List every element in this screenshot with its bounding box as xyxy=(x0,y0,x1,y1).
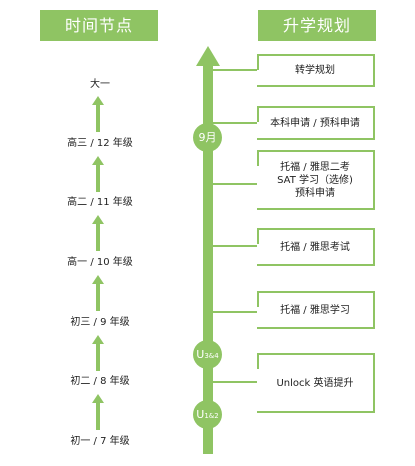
box-edge xyxy=(257,152,259,166)
plan-box-unlock: Unlock 英语提升 xyxy=(257,353,375,413)
connector xyxy=(213,122,257,124)
plan-box-application: 本科申请 / 预科申请 xyxy=(257,106,375,140)
spine-arrowhead-icon xyxy=(196,46,220,66)
plan-box-line: SAT 学习（选修) xyxy=(277,174,353,186)
plan-box-text: Unlock 英语提升 xyxy=(276,377,354,389)
connector xyxy=(213,381,257,383)
badge-september: 9月 xyxy=(193,123,222,152)
up-arrow-icon xyxy=(92,96,104,132)
plan-box-retake: 托福 / 雅思二考 SAT 学习（选修) 预科申请 xyxy=(257,150,375,210)
badge-label-main: U xyxy=(196,348,205,361)
stage-label-year1: 大一 xyxy=(90,79,110,90)
plan-box-exam: 托福 / 雅思考试 xyxy=(257,228,375,266)
stage-label-grade11: 高二 / 11 年级 xyxy=(67,197,133,208)
plan-box-study: 托福 / 雅思学习 xyxy=(257,291,375,329)
box-edge xyxy=(257,293,259,307)
plan-box-transfer: 转学规划 xyxy=(257,54,375,87)
stage-label-grade10: 高一 / 10 年级 xyxy=(67,257,133,268)
connector xyxy=(213,311,257,313)
plan-box-text: 托福 / 雅思考试 xyxy=(280,241,350,253)
plan-box-text: 转学规划 xyxy=(295,65,335,76)
up-arrow-icon xyxy=(92,275,104,311)
stage-label-grade12: 高三 / 12 年级 xyxy=(67,138,133,149)
badge-u34: U3&4 xyxy=(193,340,222,369)
badge-label-sub: 3&4 xyxy=(204,352,219,360)
plan-box-text: 托福 / 雅思学习 xyxy=(280,304,350,316)
stage-label-grade9: 初三 / 9 年级 xyxy=(70,317,130,328)
plan-box-text: 本科申请 / 预科申请 xyxy=(270,117,360,129)
badge-label-main: U xyxy=(196,408,205,421)
up-arrow-icon xyxy=(92,335,104,371)
connector xyxy=(213,69,257,71)
badge-label-sub: 1&2 xyxy=(204,412,219,420)
badge-label: 9月 xyxy=(198,131,217,144)
box-edge xyxy=(257,230,259,244)
box-edge xyxy=(257,355,259,369)
right-header: 升学规划 xyxy=(258,10,376,41)
box-edge xyxy=(257,108,259,122)
left-header: 时间节点 xyxy=(40,10,158,41)
up-arrow-icon xyxy=(92,215,104,251)
up-arrow-icon xyxy=(92,394,104,430)
plan-box-line: 托福 / 雅思二考 xyxy=(280,161,350,173)
plan-box-line: 预科申请 xyxy=(294,187,335,199)
stage-label-grade7: 初一 / 7 年级 xyxy=(70,436,130,447)
stage-label-grade8: 初二 / 8 年级 xyxy=(70,376,130,387)
connector xyxy=(213,245,257,247)
connector xyxy=(213,183,257,185)
timeline-spine xyxy=(203,64,213,454)
box-edge xyxy=(257,56,259,70)
up-arrow-icon xyxy=(92,156,104,192)
plan-box-text: 托福 / 雅思二考 SAT 学习（选修) 预科申请 xyxy=(277,161,353,200)
badge-u12: U1&2 xyxy=(193,400,222,429)
